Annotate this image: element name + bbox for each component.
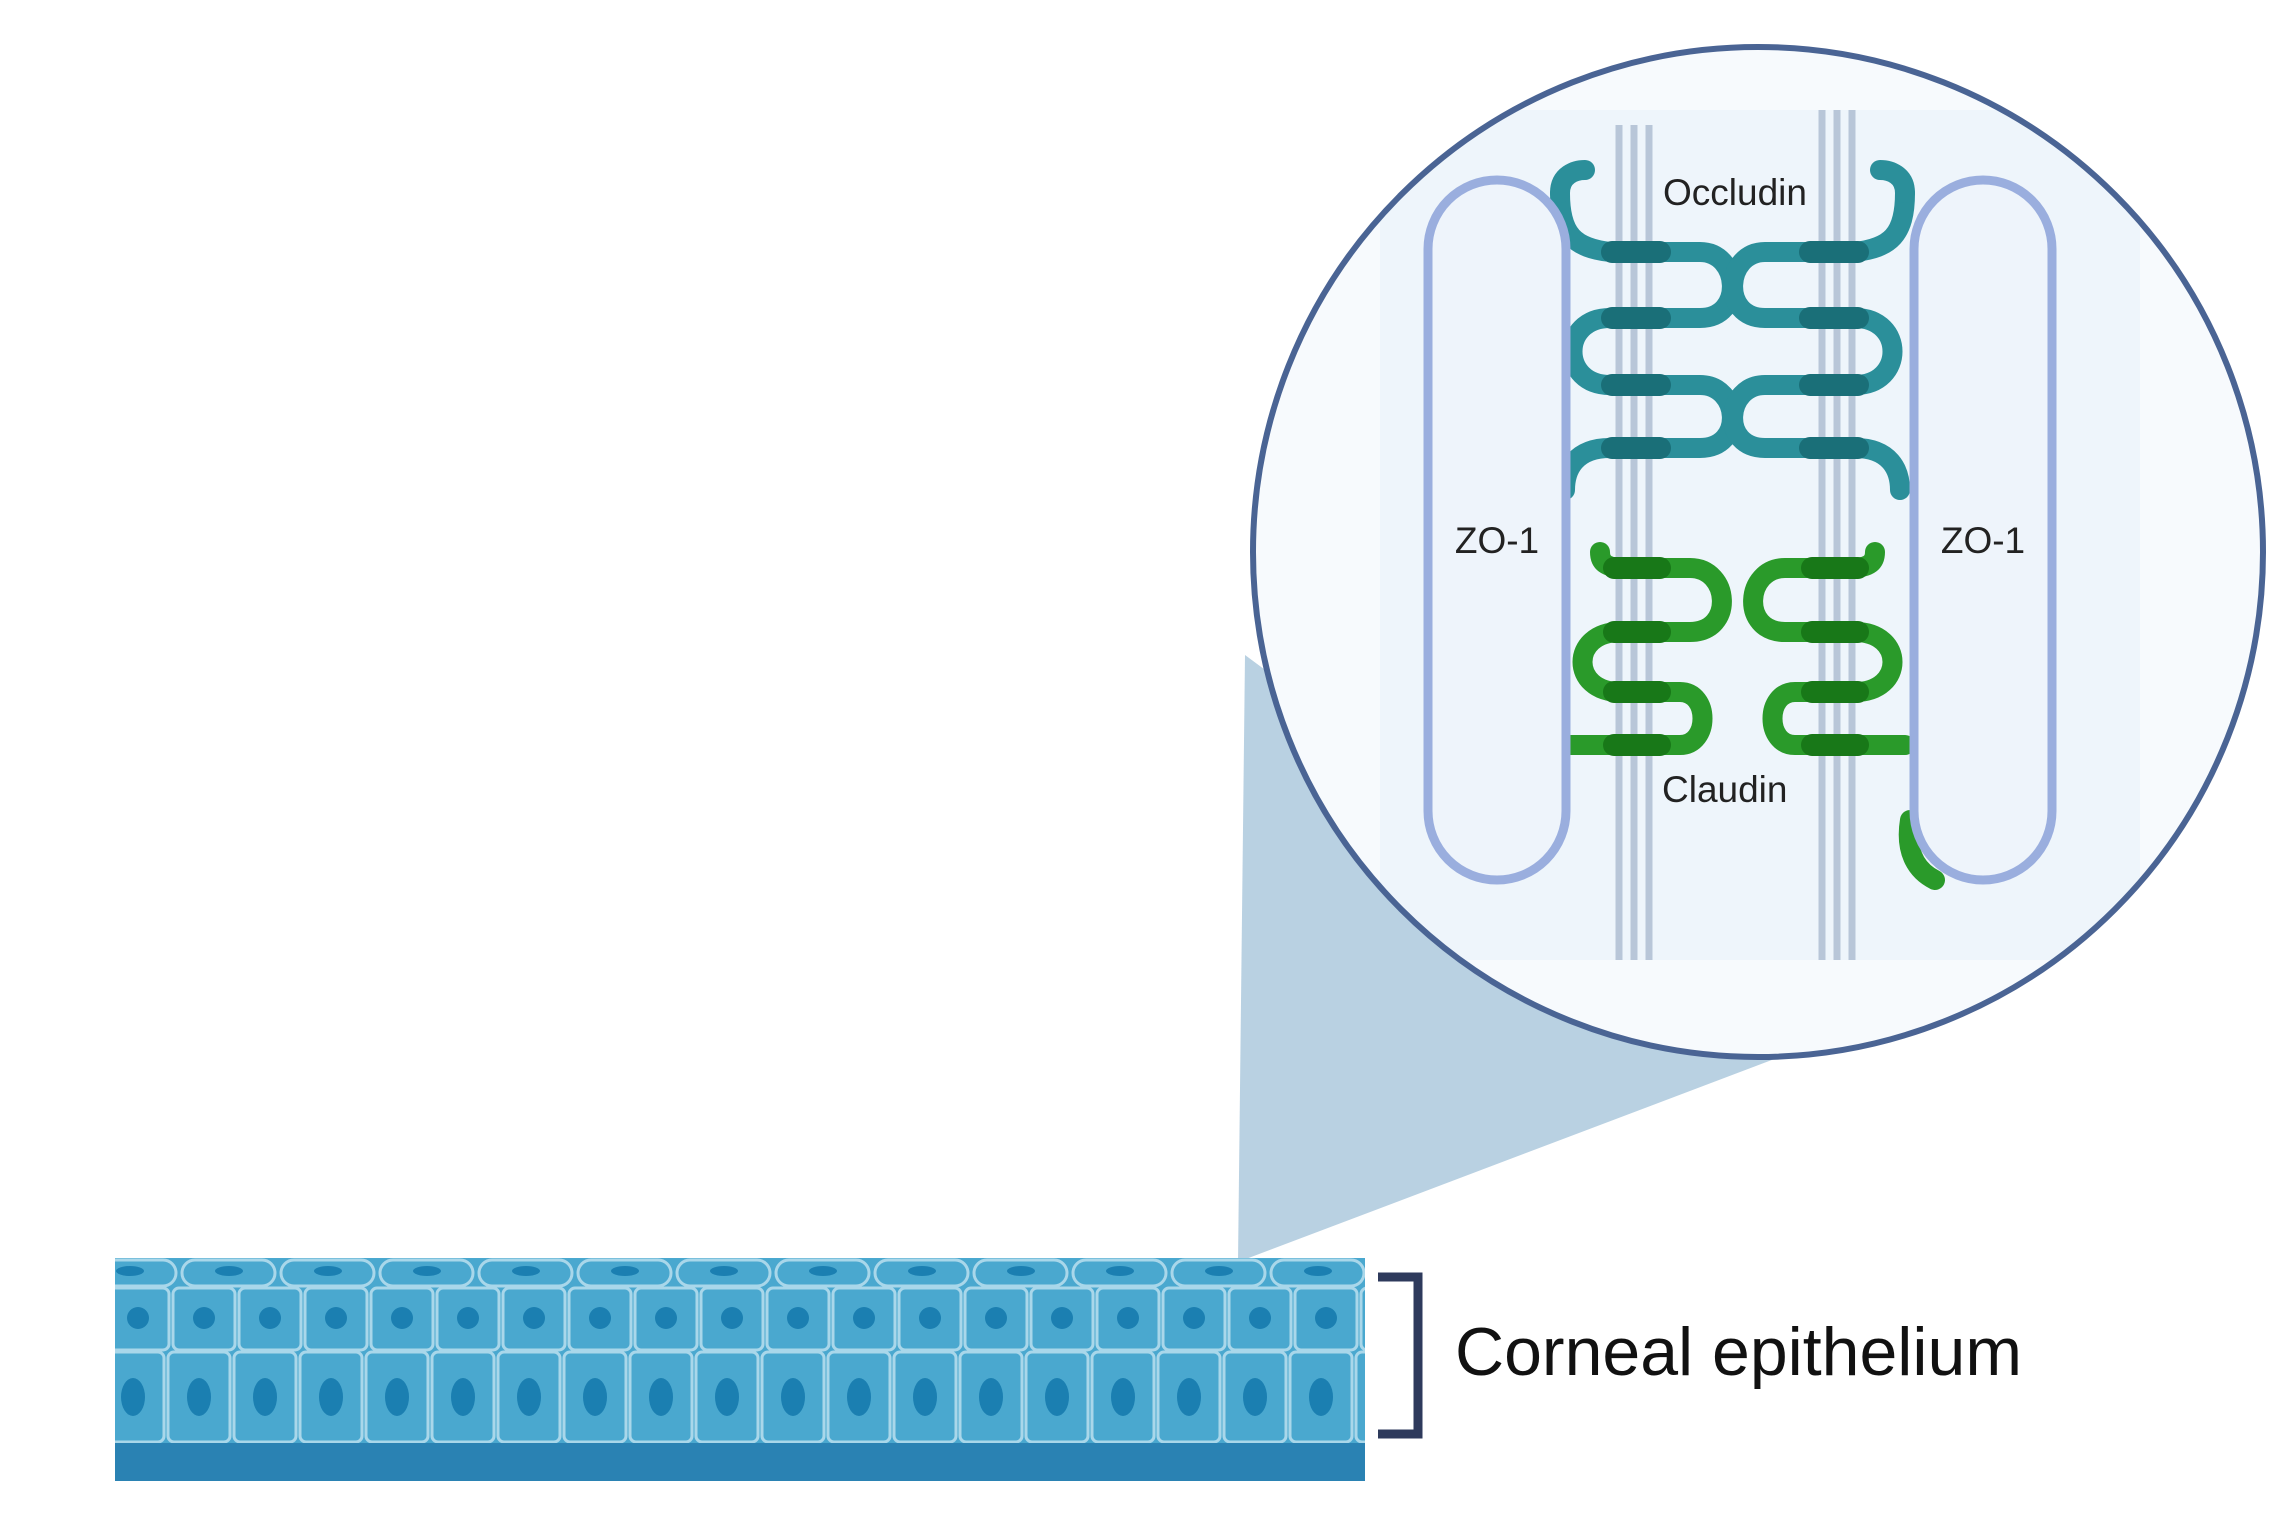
squamous-nucleus: [1304, 1266, 1332, 1276]
wing-nucleus: [523, 1307, 545, 1329]
wing-nucleus: [919, 1307, 941, 1329]
basal-nucleus: [583, 1378, 607, 1416]
tissue-label: Corneal epithelium: [1455, 1314, 2022, 1390]
squamous-nucleus: [116, 1266, 144, 1276]
zo1-left-capsule: [1423, 175, 1571, 885]
basal-nucleus: [319, 1378, 343, 1416]
basal-cell: [1354, 1350, 1365, 1444]
basal-nucleus: [385, 1378, 409, 1416]
basal-nucleus: [781, 1378, 805, 1416]
zoom-circle: Occludin Claudin ZO-1 ZO-1: [1250, 44, 2266, 1060]
squamous-nucleus: [512, 1266, 540, 1276]
wing-cell: [1359, 1286, 1365, 1352]
basal-nucleus: [121, 1378, 145, 1416]
basal-nucleus: [913, 1378, 937, 1416]
membrane-left: [1615, 125, 1653, 960]
claudin-label: Claudin: [1662, 769, 1787, 810]
wing-nucleus: [655, 1307, 677, 1329]
wing-nucleus: [589, 1307, 611, 1329]
occludin-label: Occludin: [1663, 172, 1807, 213]
wing-nucleus: [457, 1307, 479, 1329]
basal-nucleus: [649, 1378, 673, 1416]
squamous-nucleus: [710, 1266, 738, 1276]
squamous-nucleus: [1007, 1266, 1035, 1276]
basal-nucleus: [847, 1378, 871, 1416]
wing-nucleus: [1117, 1307, 1139, 1329]
wing-nucleus: [325, 1307, 347, 1329]
basal-nucleus: [187, 1378, 211, 1416]
wing-nucleus: [721, 1307, 743, 1329]
wing-nucleus: [1249, 1307, 1271, 1329]
basal-nucleus: [1045, 1378, 1069, 1416]
basement-layer: [115, 1443, 1365, 1481]
wing-nucleus: [259, 1307, 281, 1329]
basal-nucleus: [979, 1378, 1003, 1416]
occludin-strands: [1550, 160, 1915, 500]
squamous-nucleus: [215, 1266, 243, 1276]
squamous-nucleus: [1205, 1266, 1233, 1276]
epithelium-bracket: [1378, 1272, 1423, 1439]
basal-nucleus: [1309, 1378, 1333, 1416]
wing-nucleus: [1381, 1307, 1403, 1329]
zo1-left-label: ZO-1: [1455, 520, 1539, 561]
zo1-right-capsule: [1909, 175, 2057, 885]
squamous-nucleus: [1106, 1266, 1134, 1276]
basal-nucleus: [1243, 1378, 1267, 1416]
basal-nucleus: [517, 1378, 541, 1416]
wing-nucleus: [193, 1307, 215, 1329]
basal-nucleus: [451, 1378, 475, 1416]
wing-nucleus: [1183, 1307, 1205, 1329]
squamous-nucleus: [413, 1266, 441, 1276]
basal-nucleus: [715, 1378, 739, 1416]
squamous-nucleus: [809, 1266, 837, 1276]
basal-nucleus: [253, 1378, 277, 1416]
wing-nucleus: [127, 1307, 149, 1329]
corneal-epithelium-tissue: [115, 1258, 1403, 1481]
basal-nucleus: [1375, 1378, 1399, 1416]
wing-nucleus: [787, 1307, 809, 1329]
basal-nucleus: [1111, 1378, 1135, 1416]
zo1-right-label: ZO-1: [1941, 520, 2025, 561]
squamous-nucleus: [314, 1266, 342, 1276]
wing-nucleus: [853, 1307, 875, 1329]
basal-nucleus: [1177, 1378, 1201, 1416]
wing-nucleus: [1315, 1307, 1337, 1329]
wing-nucleus: [1051, 1307, 1073, 1329]
squamous-nucleus: [611, 1266, 639, 1276]
squamous-nucleus: [908, 1266, 936, 1276]
claudin-strands: [1560, 542, 1945, 890]
wing-nucleus: [985, 1307, 1007, 1329]
wing-nucleus: [391, 1307, 413, 1329]
